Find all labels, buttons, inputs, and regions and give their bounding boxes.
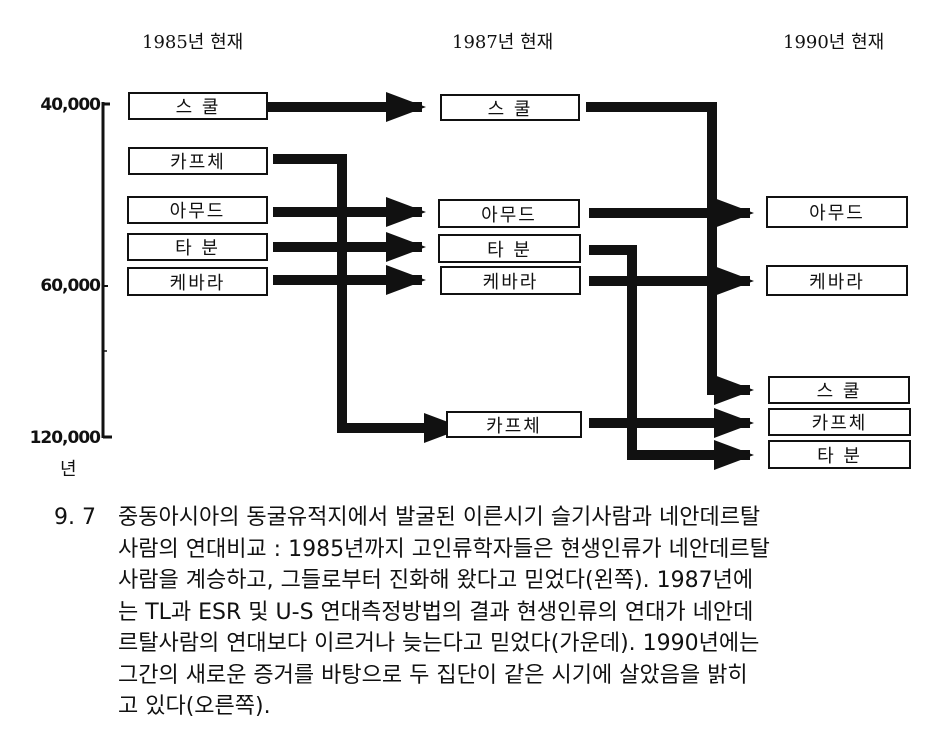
caption-line: 르탈사람의 연대보다 이르거나 늦는다고 믿었다(가운데). 1990년에는 [118,631,760,656]
caption-line: 는 TL과 ESR 및 U-S 연대측정방법의 결과 현생인류의 연대가 네안데 [118,599,754,625]
site-box-tabun-1987: 타 분 [438,234,581,263]
site-box-kebara-1987: 케바라 [440,266,581,295]
site-box-skhul-1987: 스 쿨 [440,94,580,121]
diagram-lines [101,92,755,470]
site-box-amud-1985: 아무드 [127,196,268,224]
site-box-qafzeh-1985: 카프체 [128,147,268,175]
header-1987: 1987년 현재 [452,32,554,53]
site-box-kebara-1990: 케바라 [766,265,908,296]
time-axis [101,102,112,439]
site-box-tabun-1985: 타 분 [127,233,268,261]
caption-line: 사람의 연대비교 : 1985년까지 고인류학자들은 현생인류가 네안데르탈 [118,536,770,562]
arrow-skhul-87-90 [586,102,755,405]
figure-number: 9. 7 [54,505,96,530]
header-1985: 1985년 현재 [142,32,244,53]
header-1990: 1990년 현재 [783,32,885,53]
site-box-skhul-1985: 스 쿨 [128,92,268,120]
tick-label-40000: 40,000 [40,95,101,115]
site-box-qafzeh-1990: 카프체 [768,408,911,436]
site-box-skhul-1990: 스 쿨 [768,376,910,404]
arrow-tabun-87-90 [589,245,755,470]
caption-line: 고 있다(오른쪽). [118,694,271,719]
arrow-qafzeh-85-87 [273,154,465,443]
caption-line: 사람을 계승하고, 그들로부터 진화해 왔다고 믿었다(왼쪽). 1987년에 [118,568,754,593]
figure-caption: 9. 7 중동아시아의 동굴유적지에서 발굴된 이른시기 슬기사람과 네안데르탈… [54,502,770,723]
axis-unit: 년 [60,459,77,480]
site-box-qafzeh-1987: 카프체 [446,411,582,438]
tick-label-120000: 120,000 [29,428,101,448]
site-box-kebara-1985: 케바라 [127,267,268,296]
caption-line: 중동아시아의 동굴유적지에서 발굴된 이른시기 슬기사람과 네안데르탈 [118,505,761,530]
site-box-tabun-1990: 타 분 [768,440,911,469]
site-box-amud-1987: 아무드 [438,199,580,228]
site-box-amud-1990: 아무드 [766,196,908,228]
tick-label-60000: 60,000 [40,276,101,296]
caption-line: 그간의 새로운 증거를 바탕으로 두 집단이 같은 시기에 살았음을 밝히 [118,662,748,688]
